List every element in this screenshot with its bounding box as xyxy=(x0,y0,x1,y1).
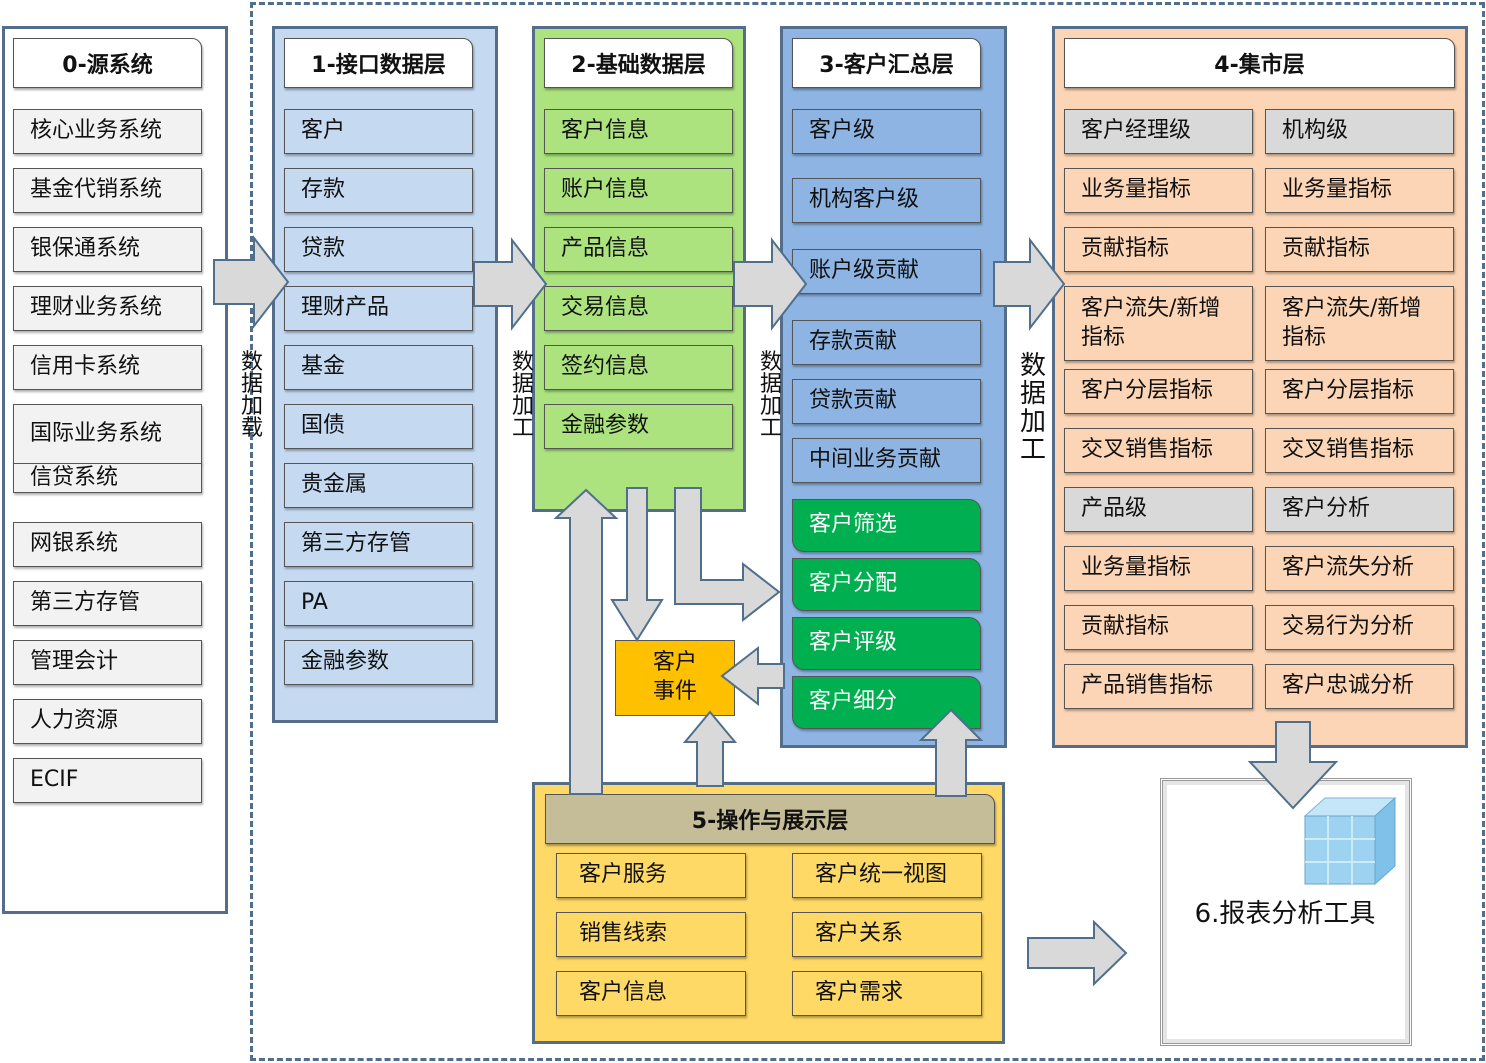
arrow-ops-to-event xyxy=(682,710,738,787)
arrow-mart-to-report xyxy=(1247,721,1339,810)
mart-item-right: 客户忠诚分析 xyxy=(1265,664,1454,709)
summary-item: 账户级贡献 xyxy=(792,249,981,294)
flow-label-process-2: 数据加工 xyxy=(760,350,783,441)
arrow-ops-to-report xyxy=(1027,919,1128,987)
interface-item: 国债 xyxy=(284,404,473,449)
flow-label-process-3: 数据加工 xyxy=(1019,351,1046,465)
arrow-interface-to-base xyxy=(473,237,548,331)
base-item: 交易信息 xyxy=(544,286,733,331)
source-item: 核心业务系统 xyxy=(13,109,202,154)
interface-item: 贵金属 xyxy=(284,463,473,508)
source-item: 国际业务系统 xyxy=(13,404,202,464)
mart-title: 4-集市层 xyxy=(1064,38,1455,88)
mart-item-right: 客户分析 xyxy=(1265,487,1454,532)
summary-action-item: 客户筛选 xyxy=(792,499,981,552)
mart-item-right: 客户流失分析 xyxy=(1265,546,1454,591)
mart-item-left: 贡献指标 xyxy=(1064,227,1253,272)
interface-item: 基金 xyxy=(284,345,473,390)
summary-item: 存款贡献 xyxy=(792,320,981,365)
summary-item: 贷款贡献 xyxy=(792,379,981,424)
source-item: ECIF xyxy=(13,758,202,803)
ops-item-right: 客户关系 xyxy=(792,912,982,957)
arrow-summary-to-event xyxy=(720,645,785,707)
mart-item-left: 交叉销售指标 xyxy=(1064,428,1253,473)
source-item: 管理会计 xyxy=(13,640,202,685)
interface-item: 理财产品 xyxy=(284,286,473,331)
mart-item-left: 产品级 xyxy=(1064,487,1253,532)
interface-title: 1-接口数据层 xyxy=(284,38,473,88)
base-item: 签约信息 xyxy=(544,345,733,390)
report-label: 6.报表分析工具 xyxy=(1194,899,1376,929)
flow-label-process-1: 数据加工 xyxy=(512,350,535,441)
source-item: 人力资源 xyxy=(13,699,202,744)
interface-item: PA xyxy=(284,581,473,626)
mart-item-right: 业务量指标 xyxy=(1265,168,1454,213)
ops-item-left: 销售线索 xyxy=(556,912,746,957)
interface-item: 客户 xyxy=(284,109,473,154)
source-item: 网银系统 xyxy=(13,522,202,567)
interface-item: 第三方存管 xyxy=(284,522,473,567)
ops-item-right: 客户统一视图 xyxy=(792,853,982,898)
source-item: 第三方存管 xyxy=(13,581,202,626)
summary-title: 3-客户汇总层 xyxy=(792,38,981,88)
interface-item: 金融参数 xyxy=(284,640,473,685)
summary-item: 机构客户级 xyxy=(792,178,981,223)
mart-item-left: 客户分层指标 xyxy=(1064,369,1253,414)
base-item: 金融参数 xyxy=(544,404,733,449)
event-label: 客户事件 xyxy=(652,650,697,704)
interface-item: 贷款 xyxy=(284,227,473,272)
source-item: 银保通系统 xyxy=(13,227,202,272)
arrow-summary-to-mart xyxy=(993,237,1066,331)
mart-item-left: 贡献指标 xyxy=(1064,605,1253,650)
mart-item-left: 业务量指标 xyxy=(1064,546,1253,591)
mart-item-left: 客户流失/新增指标 xyxy=(1064,286,1253,361)
base-item: 产品信息 xyxy=(544,227,733,272)
arrow-ops-to-base xyxy=(553,488,619,795)
source-item: 基金代销系统 xyxy=(13,168,202,213)
summary-action-item: 客户分配 xyxy=(792,558,981,611)
base-item: 账户信息 xyxy=(544,168,733,213)
summary-action-item: 客户评级 xyxy=(792,617,981,670)
mart-item-left: 产品销售指标 xyxy=(1064,664,1253,709)
mart-item-right: 交易行为分析 xyxy=(1265,605,1454,650)
interface-item: 存款 xyxy=(284,168,473,213)
source-item: 信贷系统 xyxy=(13,463,202,493)
arrow-base-to-summary-green xyxy=(674,487,781,623)
source-title: 0-源系统 xyxy=(13,38,202,88)
summary-item: 中间业务贡献 xyxy=(792,438,981,483)
mart-item-right: 贡献指标 xyxy=(1265,227,1454,272)
mart-item-left: 业务量指标 xyxy=(1064,168,1253,213)
event-box: 客户事件 xyxy=(615,640,735,716)
arrow-base-to-summary xyxy=(733,237,808,331)
cube-icon xyxy=(1303,796,1397,886)
source-item: 理财业务系统 xyxy=(13,286,202,331)
ops-item-left: 客户信息 xyxy=(556,971,746,1016)
mart-item-right: 客户分层指标 xyxy=(1265,369,1454,414)
flow-label-load: 数据加载 xyxy=(241,350,264,441)
base-item: 客户信息 xyxy=(544,109,733,154)
arrow-source-to-interface xyxy=(213,235,290,329)
ops-item-left: 客户服务 xyxy=(556,853,746,898)
ops-item-right: 客户需求 xyxy=(792,971,982,1016)
mart-item-right: 机构级 xyxy=(1265,109,1454,154)
mart-item-left: 客户经理级 xyxy=(1064,109,1253,154)
base-title: 2-基础数据层 xyxy=(544,38,733,88)
platform-frame xyxy=(250,2,1485,1061)
mart-item-right: 交叉销售指标 xyxy=(1265,428,1454,473)
mart-item-right: 客户流失/新增指标 xyxy=(1265,286,1454,361)
source-item: 信用卡系统 xyxy=(13,345,202,390)
summary-item: 客户级 xyxy=(792,109,981,154)
ops-title: 5-操作与展示层 xyxy=(545,794,995,844)
arrow-base-to-event xyxy=(610,487,664,642)
arrow-ops-to-summary xyxy=(918,708,984,797)
